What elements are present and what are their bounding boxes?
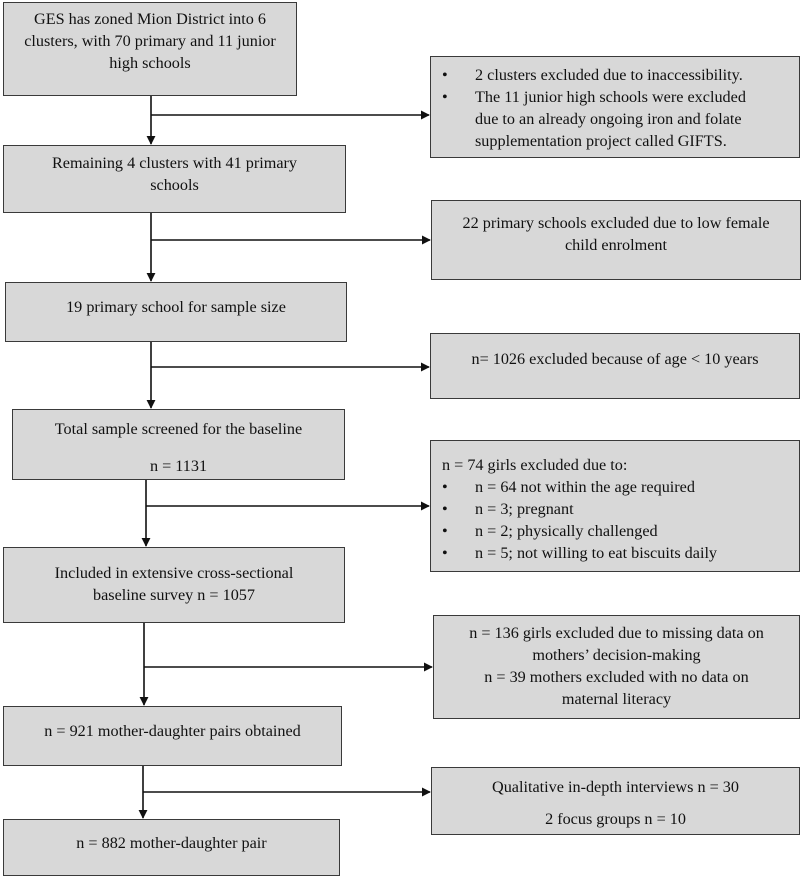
side-box-4-bullet-3: • n = 2; physically challenged bbox=[442, 522, 658, 540]
main-box-4-line-2: n = 1131 bbox=[149, 457, 208, 475]
bullet-icon: • bbox=[442, 500, 448, 518]
side-box-5-line-3: n = 39 mothers excluded with no data on bbox=[484, 668, 749, 686]
bullet-icon: • bbox=[442, 544, 448, 562]
side-box-6-line-1: Qualitative in-depth interviews n = 30 bbox=[492, 778, 739, 796]
side-box-6: Qualitative in-depth interviews n = 30 2… bbox=[431, 767, 800, 835]
side-box-4: n = 74 girls excluded due to: • n = 64 n… bbox=[430, 440, 800, 572]
main-box-1: GES has zoned Mion District into 6 clust… bbox=[3, 2, 297, 96]
main-box-1-line-1: GES has zoned Mion District into 6 bbox=[34, 10, 266, 28]
side-box-1-bullet-2: • The 11 junior high schools were exclud… bbox=[442, 88, 746, 150]
side-box-3: n= 1026 excluded because of age < 10 yea… bbox=[430, 333, 800, 399]
side-box-2: 22 primary schools excluded due to low f… bbox=[431, 200, 801, 280]
main-box-2-line-2: schools bbox=[150, 176, 199, 194]
side-box-2-line-1: 22 primary schools excluded due to low f… bbox=[462, 214, 770, 232]
side-box-3-line-1: n= 1026 excluded because of age < 10 yea… bbox=[471, 350, 759, 368]
side-box-5-line-1: n = 136 girls excluded due to missing da… bbox=[469, 624, 764, 642]
side-box-5-line-2: mothers’ decision-making bbox=[532, 646, 701, 664]
main-box-5: Included in extensive cross-sectional ba… bbox=[3, 547, 345, 623]
side-box-4-bullet-1: • n = 64 not within the age required bbox=[442, 478, 695, 496]
main-box-1-line-3: high schools bbox=[109, 54, 191, 72]
side-box-2-line-2: child enrolment bbox=[564, 236, 668, 254]
bullet-icon: • bbox=[442, 522, 448, 540]
bullet-icon: • bbox=[442, 88, 448, 106]
side-box-5-line-4: maternal literacy bbox=[561, 690, 672, 708]
side-box-4-heading: n = 74 girls excluded due to: bbox=[442, 456, 628, 474]
side-box-4-bullet-4: • n = 5; not willing to eat biscuits dai… bbox=[442, 544, 718, 562]
main-box-3: 19 primary school for sample size bbox=[5, 282, 347, 342]
main-box-6-line-1: n = 921 mother-daughter pairs obtained bbox=[44, 722, 301, 740]
bullet-icon: • bbox=[442, 66, 448, 84]
main-box-3-line-1: 19 primary school for sample size bbox=[66, 298, 286, 316]
side-box-1-bullet-1: • 2 clusters excluded due to inaccessibi… bbox=[442, 66, 743, 84]
main-box-2-line-1: Remaining 4 clusters with 41 primary bbox=[51, 154, 298, 172]
main-box-7: n = 882 mother-daughter pair bbox=[3, 819, 340, 876]
side-box-1: • 2 clusters excluded due to inaccessibi… bbox=[430, 56, 800, 158]
main-box-5-line-2: baseline survey n = 1057 bbox=[93, 586, 255, 604]
main-box-4: Total sample screened for the baseline n… bbox=[12, 409, 345, 480]
main-box-2: Remaining 4 clusters with 41 primary sch… bbox=[3, 145, 346, 213]
side-box-5: n = 136 girls excluded due to missing da… bbox=[433, 615, 800, 719]
main-box-1-line-2: clusters, with 70 primary and 11 junior bbox=[24, 32, 276, 50]
side-box-6-line-2: 2 focus groups n = 10 bbox=[545, 810, 686, 828]
main-box-4-line-1: Total sample screened for the baseline bbox=[54, 420, 303, 438]
side-box-4-bullet-2: • n = 3; pregnant bbox=[442, 500, 574, 518]
main-box-6: n = 921 mother-daughter pairs obtained bbox=[3, 706, 342, 766]
main-box-5-line-1: Included in extensive cross-sectional bbox=[54, 564, 294, 582]
bullet-icon: • bbox=[442, 478, 448, 496]
main-box-7-line-1: n = 882 mother-daughter pair bbox=[76, 834, 267, 852]
